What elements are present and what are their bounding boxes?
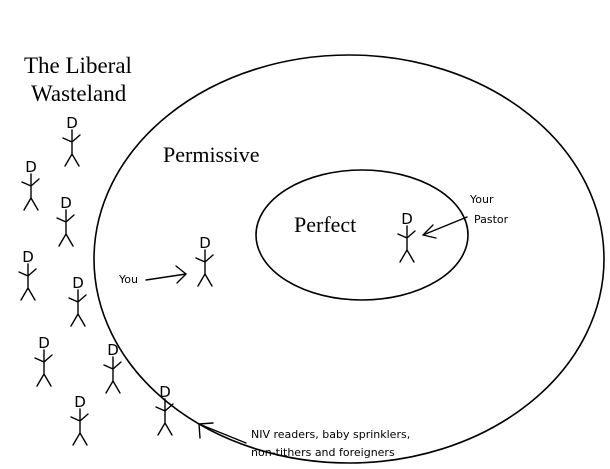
you-arrow <box>145 265 187 284</box>
you-label: You <box>118 273 138 286</box>
liberal-figure-stick-figure-icon: D <box>70 393 89 446</box>
liberal-figure-stick-figure-icon: D <box>18 248 37 301</box>
figure-body <box>103 356 122 394</box>
figure-head: D <box>60 194 72 212</box>
figure-head: D <box>66 114 78 132</box>
outside-title-line1: The Liberal <box>24 53 132 78</box>
liberal-figure-stick-figure-icon: D <box>103 341 122 394</box>
figure-body <box>195 249 214 287</box>
figure-body <box>18 263 37 301</box>
figure-body <box>68 289 87 327</box>
stick-figures: D D D D D D D D D D D <box>18 114 416 446</box>
figure-body <box>34 349 53 387</box>
pastor-label-line1: Your <box>469 193 494 206</box>
liberal-figure-stick-figure-icon: D <box>21 158 40 211</box>
figure-head: D <box>38 334 50 352</box>
figure-head: D <box>401 210 413 228</box>
liberal-figure-stick-figure-icon: D <box>68 274 87 327</box>
liberal-figure-stick-figure-icon: D <box>56 194 75 247</box>
outsiders-label-line2: non-tithers and foreigners <box>251 446 395 459</box>
perfect-label: Perfect <box>294 212 356 237</box>
perfect-ring <box>255 169 469 301</box>
pastor-label-line2: Pastor <box>474 213 509 226</box>
liberal-figure-stick-figure-icon: D <box>62 114 81 167</box>
figure-head: D <box>72 274 84 292</box>
figure-body <box>62 129 81 167</box>
permissive-ring <box>93 54 605 464</box>
figure-head: D <box>199 234 211 252</box>
figure-body <box>70 408 89 446</box>
figure-body <box>397 225 416 263</box>
outsiders-arrow <box>198 422 247 444</box>
pastor-figure-stick-figure-icon: D <box>397 210 416 263</box>
figure-head: D <box>159 383 171 401</box>
figure-head: D <box>25 158 37 176</box>
figure-body <box>21 173 40 211</box>
you-figure-stick-figure-icon: D <box>195 234 214 287</box>
outsider-figure-stick-figure-icon: D <box>155 383 174 436</box>
liberal-figure-stick-figure-icon: D <box>34 334 53 387</box>
permissive-label: Permissive <box>163 142 260 167</box>
outsiders-label-line1: NIV readers, baby sprinklers, <box>251 428 410 441</box>
figure-head: D <box>107 341 119 359</box>
figure-body <box>155 398 174 436</box>
figure-body <box>56 209 75 247</box>
pastor-arrow <box>422 216 468 239</box>
outside-title-line2: Wasteland <box>31 81 127 106</box>
figure-head: D <box>22 248 34 266</box>
figure-head: D <box>74 393 86 411</box>
